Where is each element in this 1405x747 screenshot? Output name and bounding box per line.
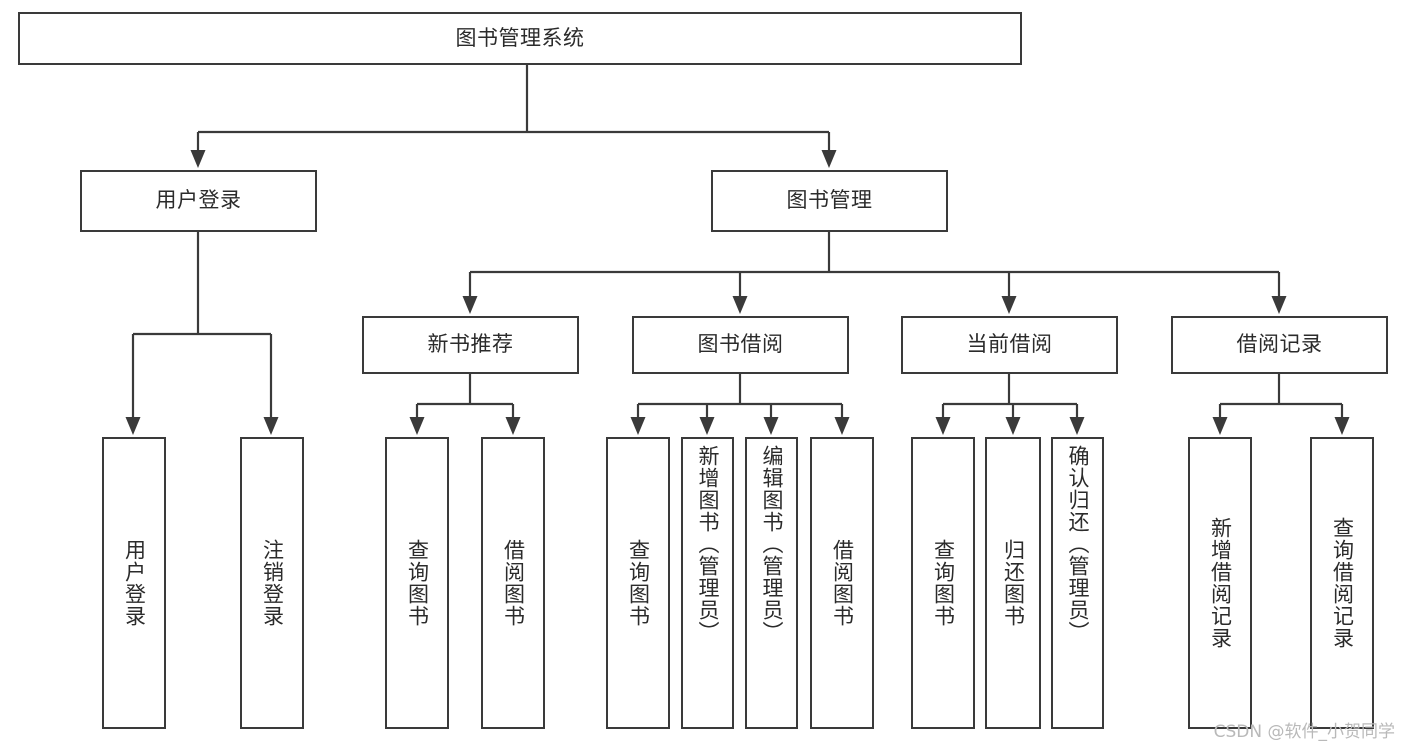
node-leaf-borrow-book-1[interactable]: 借阅图书	[481, 437, 545, 729]
node-current-borrow-label: 当前借阅	[966, 332, 1053, 357]
node-leaf-confirm-return-admin-label: 确认归还（管理员）	[1065, 445, 1090, 643]
arrow-head-icon	[1005, 417, 1021, 435]
node-leaf-logout[interactable]: 注销登录	[240, 437, 304, 729]
node-new-book-recommend[interactable]: 新书推荐	[362, 316, 579, 374]
arrow-head-icon	[409, 417, 425, 435]
root-node-book-management-system[interactable]: 图书管理系统	[18, 12, 1022, 65]
arrow-head-icon	[1069, 417, 1085, 435]
arrow-head-icon	[630, 417, 646, 435]
arrow-head-icon	[834, 417, 850, 435]
node-leaf-borrow-book-2-label: 借阅图书	[830, 539, 855, 627]
node-leaf-borrow-book-1-label: 借阅图书	[501, 539, 526, 627]
node-leaf-edit-book-admin-label: 编辑图书（管理员）	[759, 445, 784, 643]
node-leaf-edit-book-admin[interactable]: 编辑图书（管理员）	[745, 437, 798, 729]
node-leaf-add-book-admin[interactable]: 新增图书（管理员）	[681, 437, 734, 729]
node-borrow-records[interactable]: 借阅记录	[1171, 316, 1388, 374]
node-leaf-query-borrow-record[interactable]: 查询借阅记录	[1310, 437, 1374, 729]
node-book-management-label: 图书管理	[786, 188, 873, 213]
node-new-book-recommend-label: 新书推荐	[427, 332, 514, 357]
node-book-borrow-label: 图书借阅	[697, 332, 784, 357]
arrow-head-icon	[263, 417, 279, 435]
arrow-head-icon	[1271, 296, 1287, 314]
arrow-head-icon	[1001, 296, 1017, 314]
node-leaf-add-borrow-record-label: 新增借阅记录	[1208, 517, 1233, 649]
arrow-head-icon	[732, 296, 748, 314]
node-leaf-borrow-book-2[interactable]: 借阅图书	[810, 437, 874, 729]
arrow-head-icon	[190, 150, 206, 168]
arrow-head-icon	[699, 417, 715, 435]
root-node-book-management-system-label: 图书管理系统	[455, 25, 585, 50]
arrow-head-icon	[821, 150, 837, 168]
node-leaf-query-book-2-label: 查询图书	[626, 539, 651, 627]
node-leaf-query-book-3-label: 查询图书	[931, 539, 956, 627]
node-leaf-add-book-admin-label: 新增图书（管理员）	[695, 445, 720, 643]
arrow-head-icon	[505, 417, 521, 435]
arrow-head-icon	[935, 417, 951, 435]
node-leaf-return-book-label: 归还图书	[1001, 539, 1026, 627]
node-leaf-query-book-2[interactable]: 查询图书	[606, 437, 670, 729]
node-book-borrow[interactable]: 图书借阅	[632, 316, 849, 374]
arrow-head-icon	[125, 417, 141, 435]
node-user-login[interactable]: 用户登录	[80, 170, 317, 232]
arrow-head-icon	[462, 296, 478, 314]
node-user-login-label: 用户登录	[155, 188, 242, 213]
node-leaf-query-borrow-record-label: 查询借阅记录	[1330, 517, 1355, 649]
node-leaf-user-login[interactable]: 用户登录	[102, 437, 166, 729]
arrow-head-icon	[763, 417, 779, 435]
node-leaf-logout-label: 注销登录	[260, 539, 285, 627]
node-leaf-add-borrow-record[interactable]: 新增借阅记录	[1188, 437, 1252, 729]
node-leaf-query-book-1-label: 查询图书	[405, 539, 430, 627]
node-leaf-confirm-return-admin[interactable]: 确认归还（管理员）	[1051, 437, 1104, 729]
node-borrow-records-label: 借阅记录	[1236, 332, 1323, 357]
node-leaf-user-login-label: 用户登录	[122, 539, 147, 627]
node-leaf-return-book[interactable]: 归还图书	[985, 437, 1041, 729]
arrow-head-icon	[1212, 417, 1228, 435]
node-current-borrow[interactable]: 当前借阅	[901, 316, 1118, 374]
node-leaf-query-book-1[interactable]: 查询图书	[385, 437, 449, 729]
node-leaf-query-book-3[interactable]: 查询图书	[911, 437, 975, 729]
node-book-management[interactable]: 图书管理	[711, 170, 948, 232]
arrow-head-icon	[1334, 417, 1350, 435]
